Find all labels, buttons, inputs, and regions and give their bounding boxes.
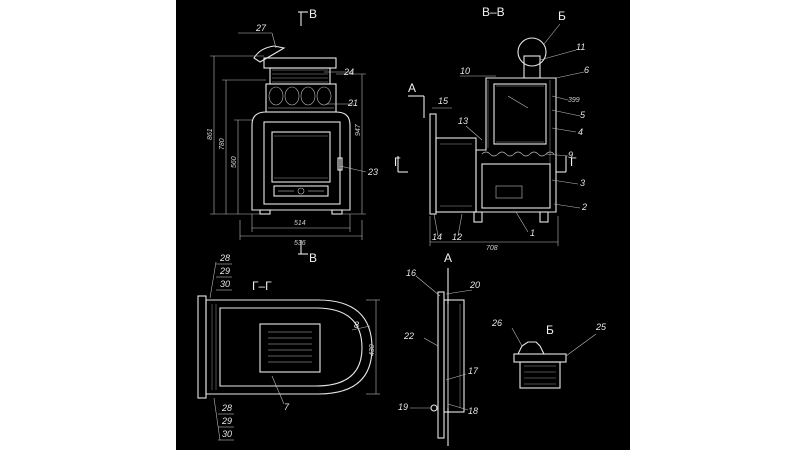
dim-depth: 708 (486, 245, 498, 252)
dim-width-bottom: 536 (294, 240, 306, 247)
callout-30-bottom: 30 (222, 429, 232, 439)
section-vv-title: В–В (482, 5, 505, 19)
technical-drawing: В 27 24 21 (197, 5, 607, 446)
callout-23: 23 (367, 167, 378, 177)
detail-b: Б 26 25 (491, 318, 607, 389)
cut-label-v-top: В (309, 7, 317, 21)
dim-width-front: 514 (294, 220, 306, 227)
view-a-marker: А (408, 81, 416, 95)
callout-20: 20 (469, 280, 480, 290)
dim-total-height: 861 (207, 128, 214, 140)
callout-24: 24 (343, 67, 354, 77)
callout-12: 12 (452, 232, 462, 242)
callout-27: 27 (255, 23, 267, 33)
callout-1: 1 (530, 228, 535, 238)
cut-label-v-bottom: В (309, 251, 317, 265)
callout-29-top: 29 (219, 266, 230, 276)
callout-2: 2 (581, 202, 587, 212)
callout-25: 25 (595, 322, 607, 332)
section-vv-view: В–В Б 11 10 6 399 5 4 9 3 (394, 5, 589, 252)
callout-11: 11 (576, 42, 585, 52)
dim-upper: 399 (568, 97, 580, 104)
callout-16: 16 (406, 268, 416, 278)
callout-13: 13 (458, 116, 468, 126)
view-a: А 16 20 22 17 19 18 (398, 251, 480, 446)
drawing-sheet: В 27 24 21 (176, 0, 630, 450)
callout-18: 18 (468, 406, 478, 416)
front-view: В 27 24 21 (207, 7, 378, 265)
callout-8: 8 (354, 320, 359, 330)
callout-4: 4 (578, 127, 583, 137)
callout-17: 17 (468, 366, 479, 376)
dim-door-height: 560 (231, 156, 238, 168)
callout-22: 22 (403, 331, 414, 341)
callout-28-top: 28 (219, 253, 230, 263)
callout-15: 15 (438, 96, 449, 106)
cut-label-g-right: Г (570, 155, 577, 169)
callout-21: 21 (347, 98, 358, 108)
section-gg-view: Г–Г 28 29 30 8 7 430 28 29 (197, 253, 380, 441)
dim-body-height: 780 (219, 138, 226, 150)
callout-5: 5 (580, 110, 586, 120)
dim-inner-height: 947 (355, 123, 362, 136)
callout-10: 10 (460, 66, 470, 76)
callout-3: 3 (580, 178, 585, 188)
dim-grate-width: 430 (369, 344, 376, 356)
callout-28-bottom: 28 (221, 403, 232, 413)
detail-b-title: Б (546, 323, 554, 337)
callout-29-bottom: 29 (221, 416, 232, 426)
callout-9: 9 (568, 150, 573, 160)
callout-30-top: 30 (220, 279, 230, 289)
section-gg-title: Г–Г (252, 279, 272, 293)
callout-19: 19 (398, 402, 408, 412)
callout-26: 26 (491, 318, 502, 328)
cut-label-g-left: Г (394, 155, 401, 169)
callout-6: 6 (584, 65, 589, 75)
detail-b-marker: Б (558, 9, 566, 23)
callout-7: 7 (284, 402, 290, 412)
view-a-title: А (444, 251, 452, 265)
callout-14: 14 (432, 232, 442, 242)
